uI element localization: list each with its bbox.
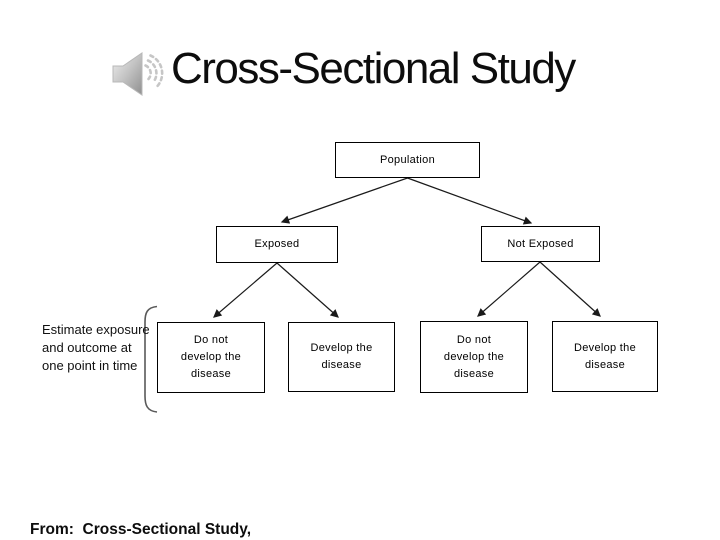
sound-wave-large	[149, 54, 164, 88]
audio-speaker-icon[interactable]	[110, 49, 164, 101]
node-label: Not Exposed	[507, 237, 574, 250]
node-not-exposed-no-disease: Do not develop the disease	[420, 321, 528, 393]
node-exposed: Exposed	[216, 226, 338, 263]
slide-title: Cross-Sectional Study	[171, 44, 576, 93]
node-label: Do not develop the disease	[180, 334, 242, 380]
edge-not-exposed-disease	[539, 261, 601, 317]
sound-wave-medium	[146, 59, 158, 84]
node-label: Develop the disease	[573, 341, 636, 371]
node-population: Population	[335, 142, 480, 178]
source-line-1: From: Cross-Sectional Study,	[30, 521, 252, 538]
node-exposed-no-disease: Do not develop the disease	[157, 322, 265, 393]
node-label: Do not develop the disease	[443, 333, 505, 380]
node-label: Population	[380, 153, 435, 166]
sound-wave-small	[144, 64, 152, 81]
edge-exposed-disease	[276, 262, 339, 318]
node-not-exposed-disease: Develop the disease	[552, 321, 658, 392]
edge-population-not-exposed	[407, 177, 533, 225]
node-not-exposed: Not Exposed	[481, 226, 600, 262]
node-label: Develop the disease	[310, 342, 373, 371]
source-citation: From: Cross-Sectional Study, http://www.…	[30, 475, 251, 540]
edge-population-exposed	[280, 177, 408, 224]
speaker-body	[112, 52, 143, 96]
edge-not-exposed-no-disease	[477, 261, 541, 317]
node-exposed-disease: Develop the disease	[288, 322, 395, 392]
node-label: Exposed	[254, 238, 300, 250]
edge-exposed-no-disease	[213, 262, 278, 318]
side-note: Estimate exposure and outcome at one poi…	[42, 322, 150, 373]
